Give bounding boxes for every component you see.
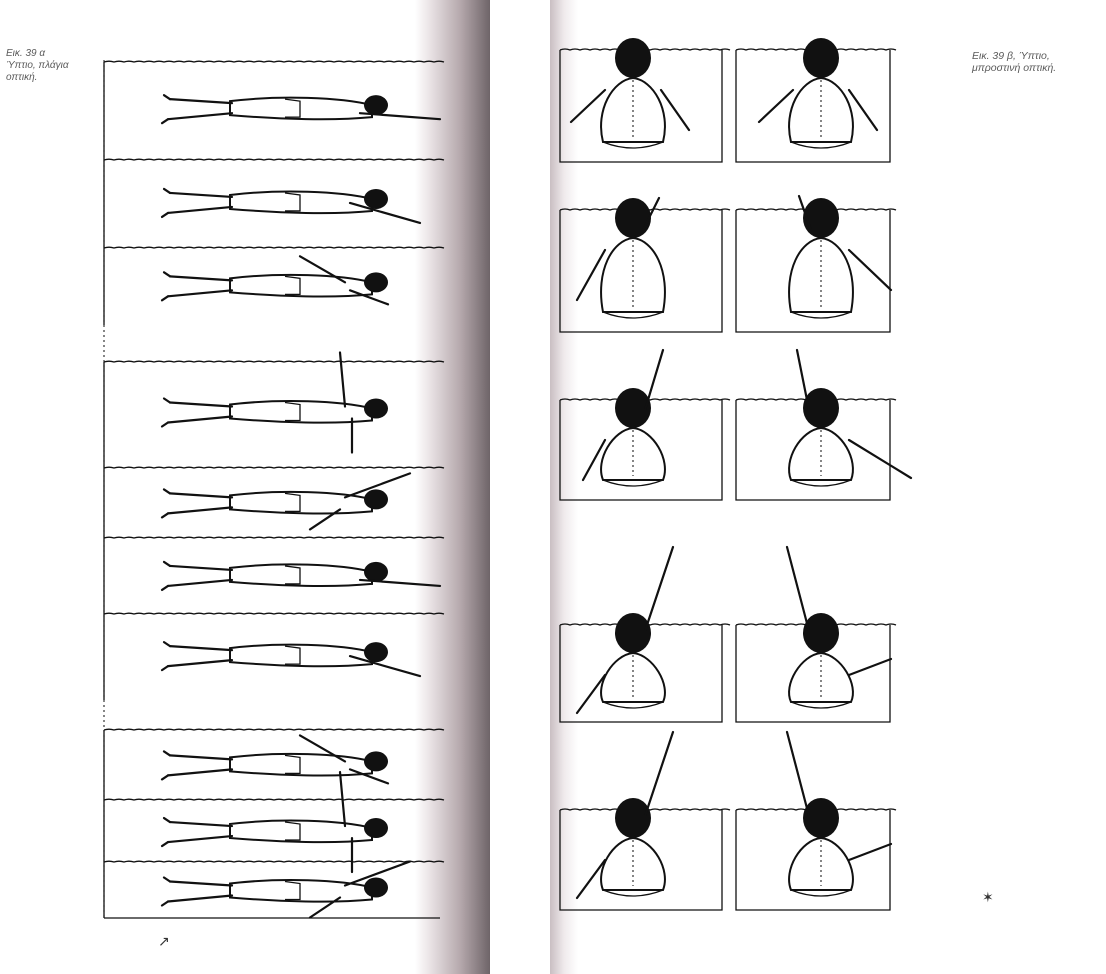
front-view-frame [560,198,730,332]
side-view-frame [104,61,444,160]
front-view-frame [736,732,896,910]
front-view-frame [560,350,730,500]
gutter-shadow-left [415,0,490,974]
side-view-sequence [104,60,444,918]
side-view-frame [104,159,444,248]
arrow-mark: ↗ [158,934,170,950]
front-view-frame [736,350,911,500]
front-view-frame [560,38,730,162]
side-view-frame [104,537,444,614]
side-view-frame [104,861,444,918]
front-view-sequence [560,38,911,910]
front-view-frame [736,196,896,332]
front-view-frame [560,547,730,722]
gutter-shadow-right [550,0,578,974]
side-view-frame [104,729,444,800]
side-view-frame [104,613,444,700]
gutter-gap [490,0,550,974]
side-view-frame [104,772,444,872]
side-view-frame [104,353,444,468]
star-mark: ✶ [982,890,994,906]
front-view-frame [736,38,896,162]
side-view-frame [104,467,444,538]
side-view-frame [104,247,444,325]
front-view-frame [560,732,730,910]
front-view-frame [736,547,896,722]
